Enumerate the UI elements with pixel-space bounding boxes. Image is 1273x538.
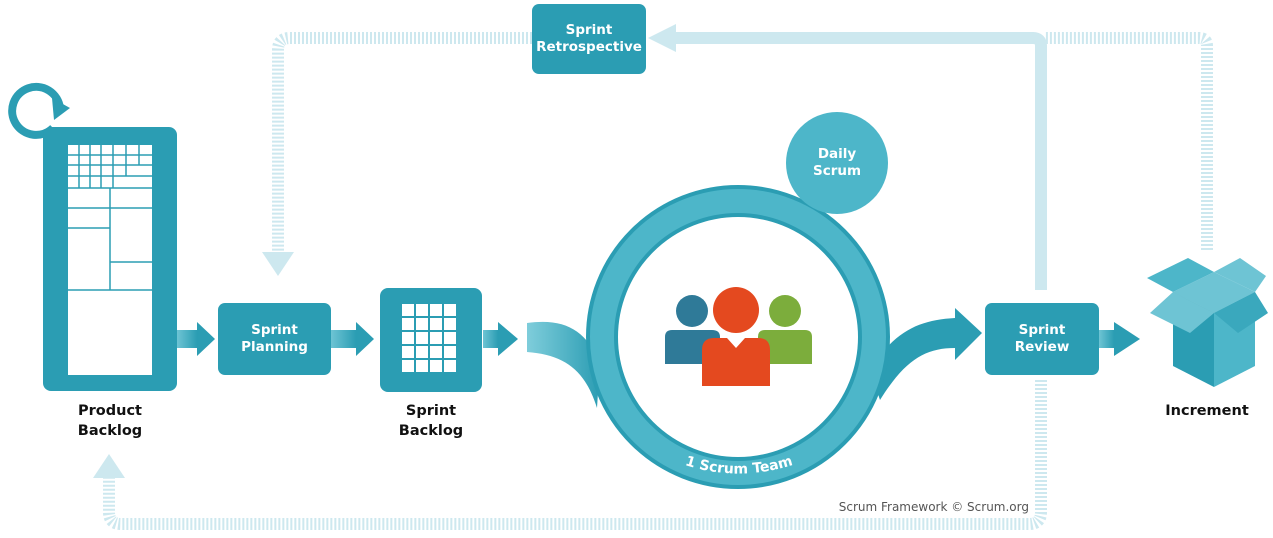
- scrum-team-people-icon: [665, 287, 812, 386]
- sprint-cycle-ring: [586, 185, 890, 489]
- increment-label: Increment: [1165, 403, 1249, 419]
- arrow-sprint-backlog-to-swoosh: [483, 322, 518, 356]
- product-backlog-icon: [43, 127, 177, 391]
- sprint-entry-swoosh: [527, 321, 600, 408]
- review-to-backlog-loop: [93, 380, 1047, 530]
- daily-scrum-bubble: [786, 112, 888, 214]
- person-right: [758, 295, 812, 364]
- flow-arrows: [177, 322, 1140, 356]
- person-center: [702, 287, 770, 386]
- arrow-review-to-increment: [1099, 322, 1140, 356]
- copyright-notice: Scrum Framework © Scrum.org: [838, 500, 1029, 514]
- sprint-backlog-label: Sprint Backlog: [398, 403, 464, 439]
- review-to-retrospective-path: [648, 24, 1047, 290]
- increment-to-retrospective-path: [1045, 32, 1213, 250]
- sprint-retrospective-box: Sprint Retrospective: [532, 4, 646, 74]
- retrospective-loop: [262, 32, 532, 276]
- daily-scrum-label: Daily Scrum: [812, 146, 862, 179]
- sprint-backlog-icon: [380, 288, 482, 392]
- sprint-exit-swoosh: [870, 308, 982, 400]
- product-backlog-label: Product Backlog: [77, 403, 143, 439]
- sprint-planning-box: Sprint Planning: [218, 303, 331, 375]
- sprint-review-box: Sprint Review: [985, 303, 1099, 375]
- arrow-planning-to-sprint-backlog: [331, 322, 374, 356]
- refinement-cycle-icon: [8, 82, 70, 139]
- increment-box-icon: [1147, 258, 1268, 387]
- arrow-backlog-to-planning: [177, 322, 215, 356]
